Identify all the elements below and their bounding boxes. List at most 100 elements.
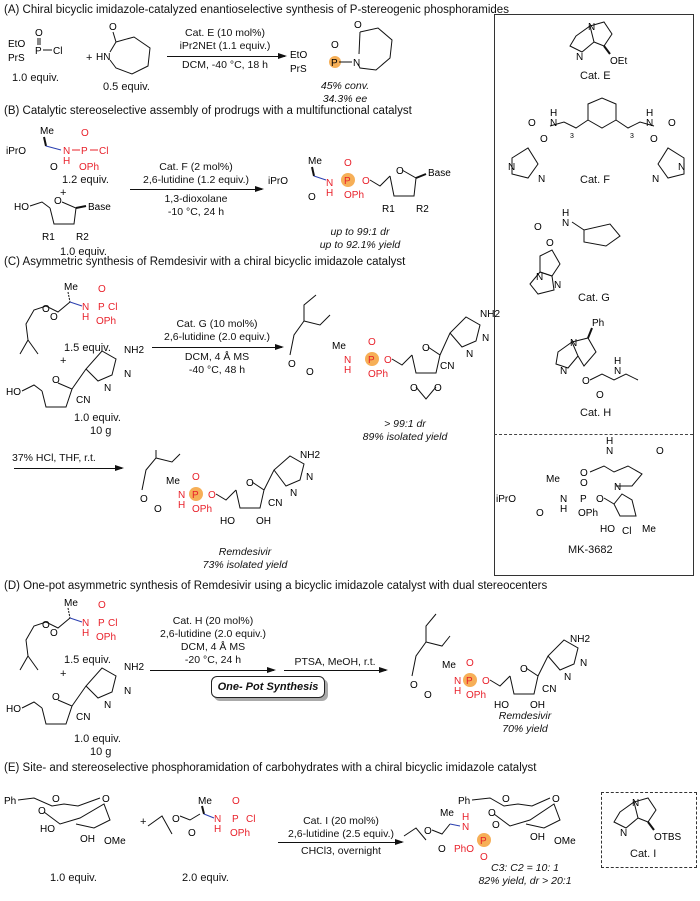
svg-text:Me: Me — [332, 341, 346, 352]
svg-text:O: O — [536, 508, 544, 519]
svg-text:N: N — [614, 482, 621, 493]
svg-text:O: O — [580, 468, 588, 479]
svg-text:O: O — [354, 20, 362, 31]
svg-text:O: O — [102, 794, 110, 805]
svg-text:O: O — [540, 134, 548, 145]
svg-text:N: N — [326, 178, 333, 189]
svg-text:O: O — [42, 620, 50, 631]
svg-text:PhO: PhO — [454, 844, 474, 855]
svg-text:OPh: OPh — [96, 632, 116, 643]
reaction-arrow-e — [278, 839, 404, 845]
svg-text:Me: Me — [40, 126, 54, 137]
svg-text:Ph: Ph — [592, 318, 604, 329]
svg-text:Me: Me — [64, 598, 78, 609]
svg-text:O: O — [528, 118, 536, 129]
svg-text:P: P — [344, 176, 351, 187]
catalyst-e-structure: N N OEt — [569, 21, 627, 67]
svg-text:O: O — [656, 446, 664, 457]
condition-base: iPr2NEt (1.1 equiv.) — [179, 40, 271, 52]
catalyst-panel — [494, 14, 694, 576]
svg-text:N: N — [538, 174, 545, 185]
svg-text:O: O — [492, 820, 500, 831]
svg-text:O: O — [424, 826, 432, 837]
svg-text:O: O — [52, 692, 60, 703]
svg-text:O: O — [35, 28, 43, 39]
svg-text:N: N — [646, 118, 653, 129]
conditions-b-above: Cat. F (2 mol%) 2,6-lutidine (1.2 equiv.… — [142, 161, 250, 186]
svg-text:N: N — [353, 58, 360, 69]
conditions-e-above: Cat. I (20 mol%) 2,6-lutidine (2.5 equiv… — [287, 815, 395, 840]
svg-text:Cl: Cl — [108, 618, 117, 629]
svg-text:O: O — [306, 367, 314, 378]
svg-text:N: N — [104, 700, 111, 711]
svg-text:PrS: PrS — [8, 53, 25, 64]
svg-text:O: O — [344, 158, 352, 169]
svg-text:O: O — [50, 312, 58, 323]
svg-text:Cl: Cl — [108, 302, 117, 313]
svg-text:HO: HO — [220, 516, 235, 527]
svg-text:O: O — [50, 162, 58, 173]
conditions-c-above: Cat. G (10 mol%) 2,6-lutidine (2.0 equiv… — [163, 318, 271, 343]
svg-text:HO: HO — [6, 704, 21, 715]
svg-text:Me: Me — [442, 660, 456, 671]
results-b: up to 99:1 dr up to 92.1% yield — [300, 226, 420, 252]
svg-text:H: H — [560, 504, 567, 515]
svg-text:Base: Base — [88, 202, 111, 213]
reagent-e1-equiv: 1.0 equiv. — [50, 872, 97, 884]
reaction-arrow-b — [130, 186, 264, 192]
svg-text:O: O — [154, 504, 162, 515]
svg-text:O: O — [582, 376, 590, 387]
reagent-b2-equiv: 1.0 equiv. — [60, 246, 107, 258]
reaction-arrow-d2 — [284, 667, 388, 673]
svg-text:N: N — [214, 814, 221, 825]
svg-text:HO: HO — [6, 387, 21, 398]
product-e-phosphoramidate: Ph O O O Me O H N P O PhO O O OH OMe — [403, 794, 576, 863]
svg-text:N: N — [104, 383, 111, 394]
svg-text:R1: R1 — [382, 204, 395, 215]
svg-text:O: O — [480, 852, 488, 863]
reagent-a1-equiv: 1.0 equiv. — [12, 72, 59, 84]
svg-text:Ph: Ph — [4, 796, 16, 807]
svg-text:P: P — [368, 355, 375, 366]
svg-text:O: O — [38, 806, 46, 817]
svg-text:O: O — [580, 478, 588, 489]
site-selectivity: C3: C2 = 10: 1 — [491, 862, 559, 874]
conditions-c-below: DCM, 4 Å MS -40 °C, 48 h — [184, 351, 250, 376]
catalyst-i-structure: N N OTBS — [613, 797, 682, 843]
svg-text:O: O — [52, 794, 60, 805]
catalyst-g-structure: O N H O N N — [529, 208, 621, 295]
svg-text:O: O — [534, 222, 542, 233]
svg-text:Cl: Cl — [53, 46, 62, 57]
section-c-title: (C) Asymmetric synthesis of Remdesivir w… — [4, 256, 406, 268]
svg-text:OPh: OPh — [344, 190, 364, 201]
reagent-b1-equiv: 1.2 equiv. — [62, 174, 109, 186]
svg-text:N: N — [290, 488, 297, 499]
reagent-c1-equiv: 1.5 equiv. — [64, 342, 111, 354]
svg-text:PrS: PrS — [290, 64, 307, 75]
catalyst-i-label: Cat. I — [630, 848, 657, 860]
svg-text:R2: R2 — [76, 232, 89, 243]
plus-sign: + — [86, 52, 93, 64]
svg-text:P: P — [98, 618, 105, 629]
svg-text:N: N — [560, 366, 567, 377]
svg-text:OPh: OPh — [466, 690, 486, 701]
svg-text:O: O — [546, 238, 554, 249]
condition-solvent-a: DCM, -40 °C, 18 h — [182, 59, 268, 71]
svg-text:R1: R1 — [42, 232, 55, 243]
svg-text:3: 3 — [570, 133, 574, 140]
svg-text:O: O — [410, 680, 418, 691]
svg-text:N: N — [614, 366, 621, 377]
svg-text:OPh: OPh — [79, 162, 99, 173]
svg-text:O: O — [466, 658, 474, 669]
svg-text:P: P — [466, 676, 473, 687]
svg-text:N: N — [606, 446, 613, 457]
section-d-title: (D) One-pot asymmetric synthesis of Remd… — [4, 580, 548, 592]
svg-text:N: N — [508, 162, 515, 173]
svg-text:OH: OH — [530, 700, 545, 711]
svg-text:Cl: Cl — [99, 146, 108, 157]
svg-text:H: H — [646, 108, 653, 119]
svg-text:Cl: Cl — [622, 526, 631, 537]
product-name-remdesivir: Remdesivir — [218, 546, 272, 558]
svg-text:O: O — [172, 814, 180, 825]
svg-text:CN: CN — [76, 395, 90, 406]
